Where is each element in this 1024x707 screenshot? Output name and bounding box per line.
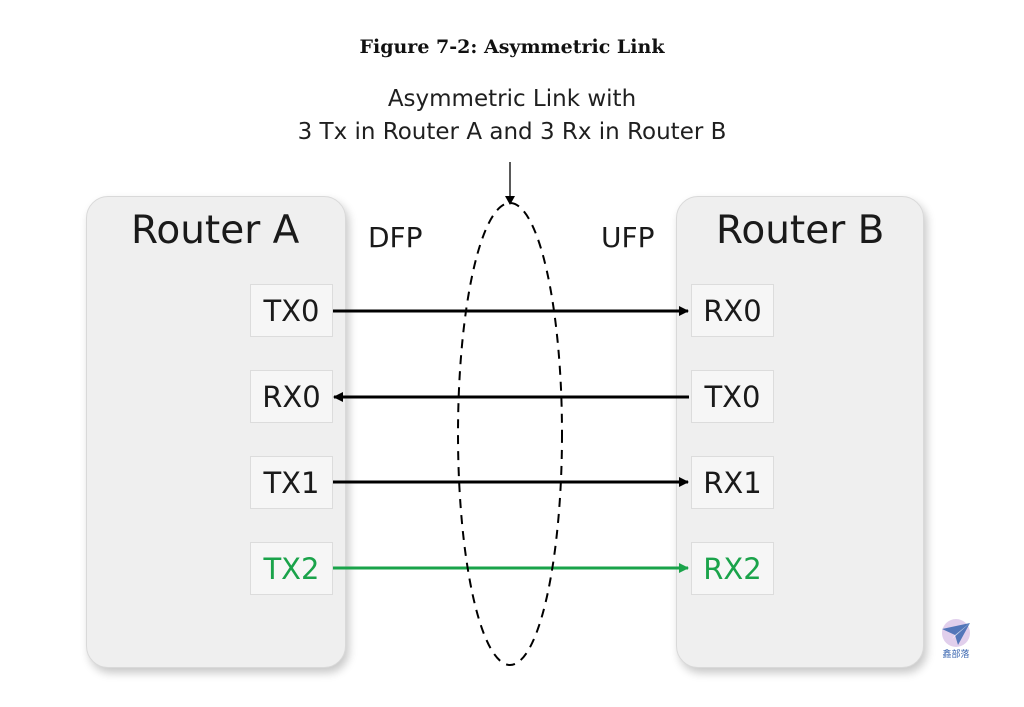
caption-pointer-arrowhead bbox=[505, 196, 515, 205]
router-a-port-tx0: TX0 bbox=[250, 284, 333, 337]
caption-line-1: Asymmetric Link with bbox=[387, 86, 637, 112]
dfp-label: DFP bbox=[368, 221, 423, 254]
router-a-port-tx1: TX1 bbox=[250, 456, 333, 509]
link-group-ellipse bbox=[457, 202, 563, 666]
figure-title: Figure 7-2: Asymmetric Link bbox=[359, 36, 665, 58]
watermark-text: 鑫部落 bbox=[942, 650, 970, 660]
watermark-logo-icon bbox=[942, 619, 970, 647]
router-b-port-rx2: RX2 bbox=[691, 542, 774, 595]
router-b-title: Router B bbox=[716, 208, 885, 253]
caption-line-2: 3 Tx in Router A and 3 Rx in Router B bbox=[297, 119, 727, 145]
ufp-label: UFP bbox=[601, 221, 655, 254]
router-b-port-rx1: RX1 bbox=[691, 456, 774, 509]
router-a-title: Router A bbox=[131, 208, 300, 253]
router-b-port-rx0: RX0 bbox=[691, 284, 774, 337]
router-b-port-tx0: TX0 bbox=[691, 370, 774, 423]
router-a-port-rx0: RX0 bbox=[250, 370, 333, 423]
router-a-port-tx2: TX2 bbox=[250, 542, 333, 595]
